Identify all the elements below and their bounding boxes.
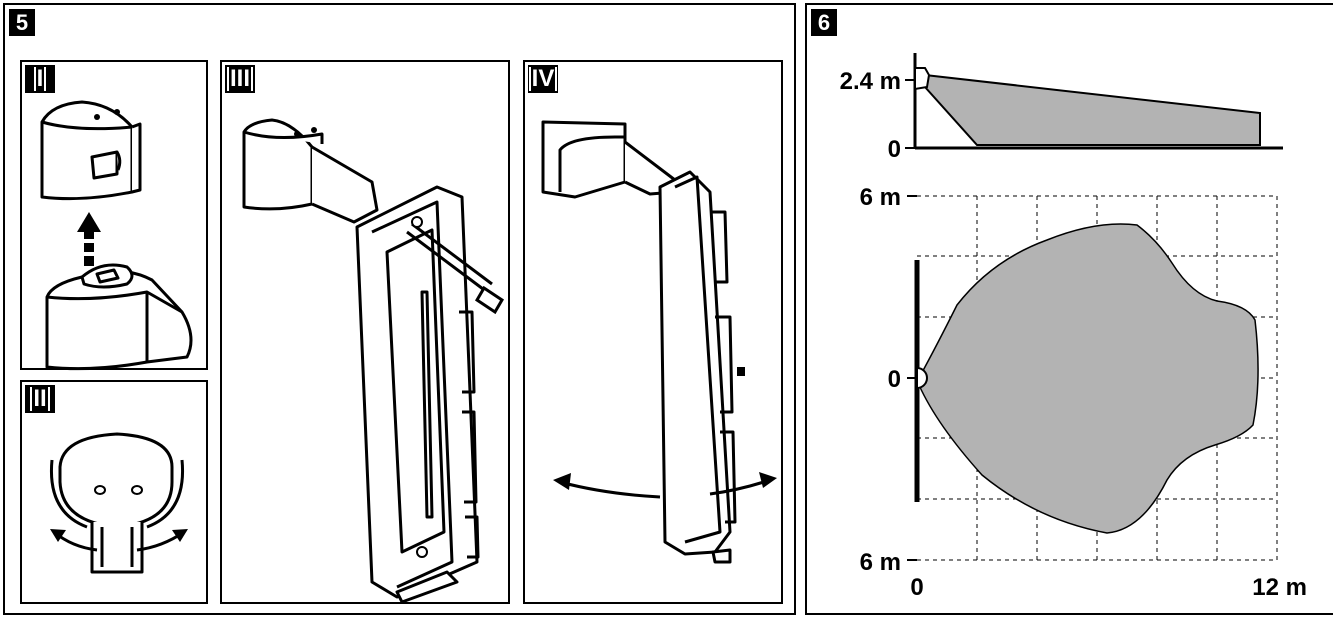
x-zero-label: 0 — [910, 574, 923, 601]
coverage-pattern-diagram: 2.4 m 0 6 m 0 6 m 0 — [840, 53, 1307, 601]
step-iii-label: III — [225, 65, 255, 93]
step-ii-rotation-drawing — [49, 432, 188, 574]
step-iii-mounting-drawing — [242, 118, 505, 604]
step-ii-box: II — [20, 380, 208, 604]
step-iv-label: IV — [528, 65, 558, 93]
step-iv-box: IV — [523, 60, 783, 604]
panel-6-number: 6 — [811, 9, 837, 36]
bottom-6m-label: 6 m — [860, 549, 901, 576]
side-zero-label: 0 — [888, 136, 901, 163]
step-iv-adjustment-drawing — [541, 120, 777, 564]
step-i-label: I — [25, 65, 55, 93]
side-view: 2.4 m 0 — [840, 53, 1283, 163]
step-i-bracket-separation-drawing — [40, 100, 193, 371]
panel-5-number: 5 — [9, 9, 35, 36]
step-i-box: I — [20, 60, 208, 371]
step-ii-label: II — [25, 385, 55, 413]
panel-5-installation: 5 I — [3, 3, 796, 615]
top-zero-label: 0 — [888, 366, 901, 393]
coverage-area — [918, 223, 1259, 534]
x-12m-label: 12 m — [1252, 574, 1307, 601]
panel-6-coverage: 6 2.4 m 0 — [805, 3, 1333, 615]
side-height-label: 2.4 m — [840, 68, 901, 95]
step-iii-box: III — [220, 60, 510, 604]
top-6m-label: 6 m — [860, 184, 901, 211]
